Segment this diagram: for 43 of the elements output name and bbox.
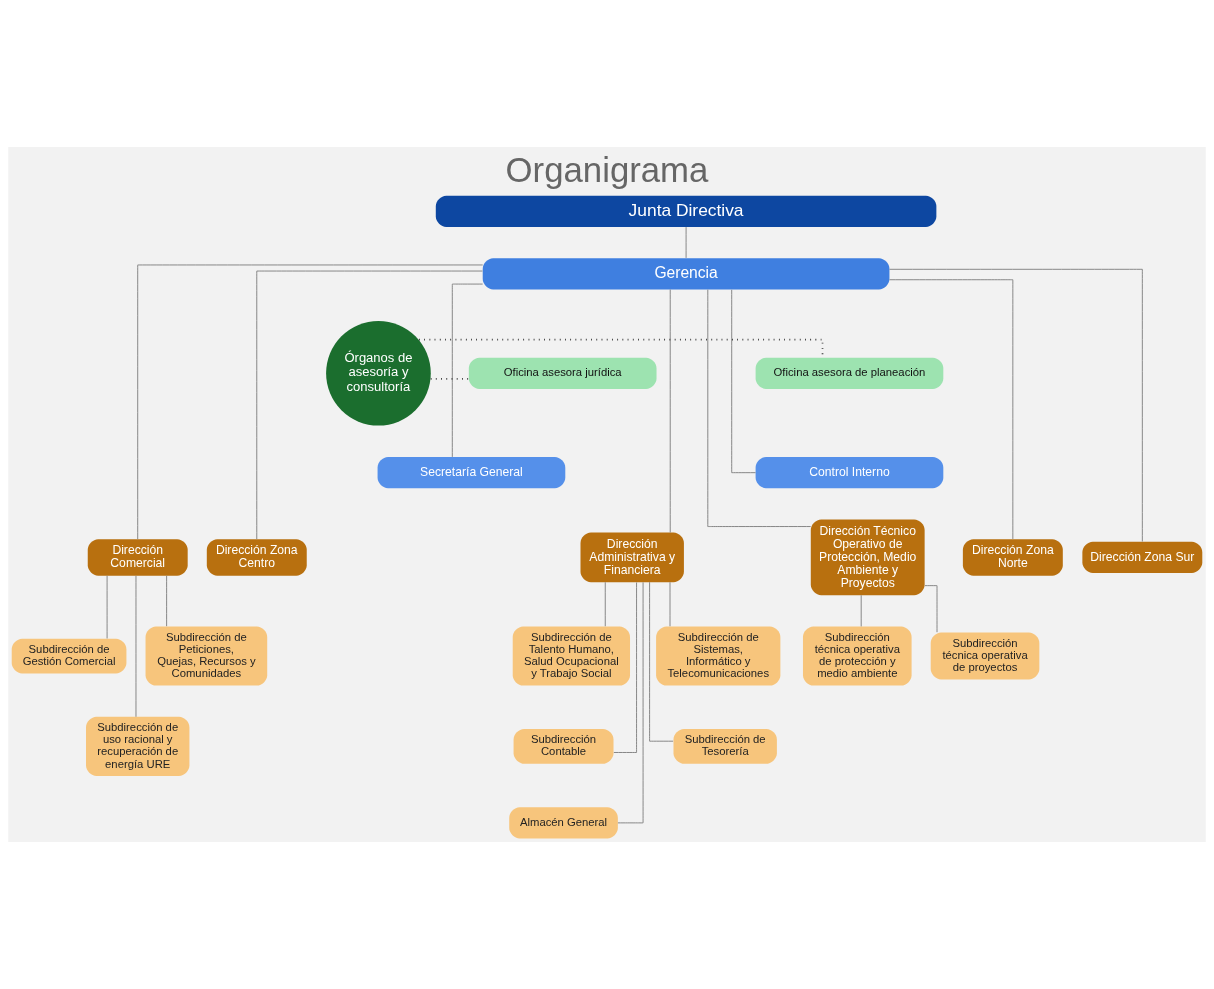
node-box: Subdirección de Talento Humano, Salud Ocupacional y Trabajo Social	[512, 626, 631, 686]
node-box: Oficina asesora de planeación	[755, 357, 944, 389]
connector	[137, 264, 484, 540]
node-box: Subdirección técnica operativa de proyectos	[930, 632, 1040, 680]
node-box: Dirección Administrativa y Financiera	[580, 532, 684, 583]
connector	[889, 268, 1143, 542]
node-box: Secretaría General	[377, 457, 566, 489]
connector	[860, 594, 862, 627]
node-box: Oficina asesora jurídica	[468, 357, 657, 389]
connector	[707, 289, 812, 527]
connector	[166, 575, 168, 627]
node-box: Subdirección de Tesorería	[673, 729, 777, 764]
node-box: Subdirección Contable	[513, 729, 614, 764]
node-box: Dirección Zona Sur	[1082, 541, 1203, 574]
connector	[649, 581, 674, 742]
connector	[613, 582, 637, 753]
node-box: Subdirección de uso racional y recuperación de energía URE	[86, 716, 190, 776]
node-box: Control Interno	[755, 457, 944, 489]
connector	[429, 377, 470, 380]
connector	[135, 575, 137, 718]
node-box: Almacén General	[509, 807, 618, 839]
node-box: Subdirección de Gestión Comercial	[11, 638, 127, 674]
node-box: Subdirección técnica operativa de protección y medio ambiente	[802, 626, 912, 686]
connector	[731, 289, 756, 474]
node-box: Dirección Técnico Operativo de Protección, Medio Ambiente y Proyectos	[810, 519, 925, 596]
node-box: Dirección Zona Centro	[206, 539, 307, 576]
connector	[106, 575, 108, 639]
node-box: Subdirección de Sistemas, Informático y Telecomunicaciones	[656, 626, 781, 686]
connector	[451, 283, 484, 458]
node-box: Dirección Comercial	[87, 539, 188, 576]
connector	[669, 289, 671, 533]
connector	[617, 581, 644, 824]
diagram-title: Organigrama	[505, 150, 709, 189]
connector	[889, 279, 1014, 540]
connector	[604, 581, 606, 627]
node-box: Junta Directiva	[435, 195, 937, 227]
connector	[256, 270, 483, 540]
node-box: Dirección Zona Norte	[962, 539, 1063, 576]
node-box: Subdirección de Peticiones, Quejas, Recursos y Comunidades	[145, 626, 268, 686]
node-circle: Órganos de asesoría y consultoría	[326, 320, 431, 426]
connector	[669, 581, 671, 627]
connector	[685, 226, 687, 259]
node-box: Gerencia	[482, 258, 890, 290]
